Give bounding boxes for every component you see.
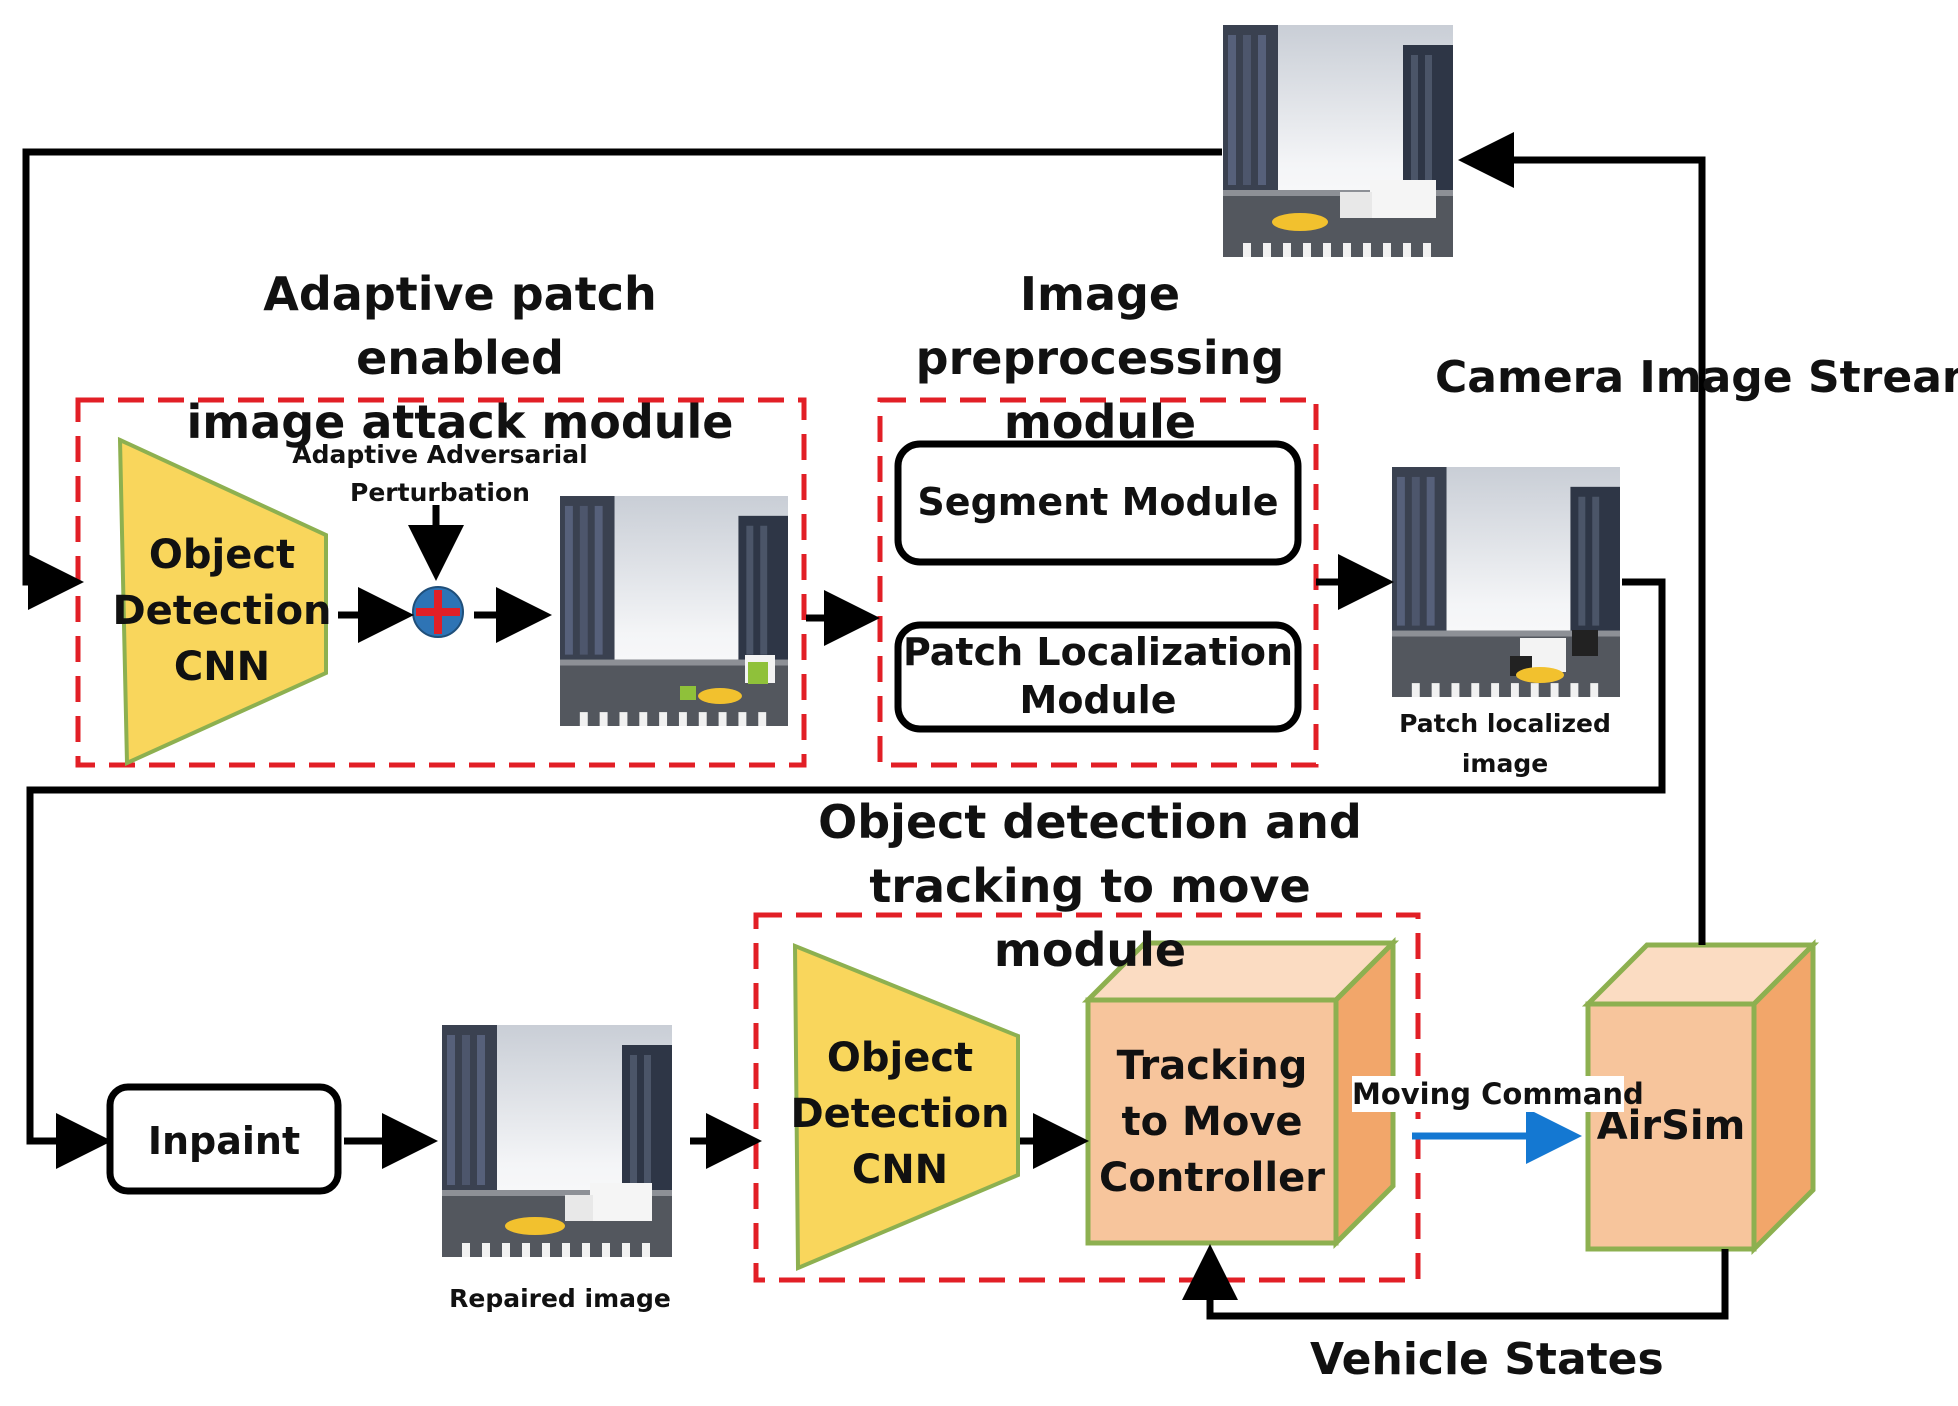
connectors xyxy=(22,132,1729,1320)
patch-localized-caption: Patch localized image xyxy=(1399,709,1611,778)
controller-label: Tracking to Move Controller xyxy=(1099,1043,1325,1201)
perturbation-adder xyxy=(412,586,464,638)
attack-module-border xyxy=(75,397,807,768)
camera-streams-label: Camera Image Streams xyxy=(1435,352,1958,403)
attack-module-title: Adaptive patch enabled image attack modu… xyxy=(186,267,734,449)
attack-cnn-label: Object Detection CNN xyxy=(112,532,332,690)
segment-module-box xyxy=(894,440,1302,566)
inpaint-label: Inpaint xyxy=(147,1119,301,1163)
patch-loc-module-label: Patch Localization Module xyxy=(902,630,1294,722)
preproc-module-title: Image preprocessing module xyxy=(915,267,1285,449)
perturbation-label: Adaptive Adversarial Perturbation xyxy=(292,440,588,507)
patch-loc-module-box xyxy=(894,621,1302,733)
edge-vehicle-states xyxy=(1182,1244,1729,1320)
tracking-module-title: Object detection and tracking to move mo… xyxy=(818,795,1362,977)
vehicle-states-label: Vehicle States xyxy=(1310,1334,1664,1385)
segment-module-label: Segment Module xyxy=(917,480,1279,524)
attack-cnn-shape xyxy=(117,436,328,767)
edge-patch-to-inpaint xyxy=(26,578,1666,1169)
moving-command-label: Moving Command xyxy=(1352,1076,1644,1112)
airsim-cube xyxy=(1581,938,1820,1256)
edge-airsim-to-camera xyxy=(1458,132,1706,945)
patch-localized-image xyxy=(1392,467,1620,697)
tracking-cnn-label: Object Detection CNN xyxy=(790,1035,1010,1193)
repaired-caption: Repaired image xyxy=(449,1284,671,1313)
tracking-cnn-shape xyxy=(792,943,1020,1272)
attacked-image xyxy=(560,496,788,726)
edge-camera-to-attack xyxy=(22,148,1222,610)
repaired-image xyxy=(442,1025,672,1257)
camera-image xyxy=(1223,25,1453,257)
